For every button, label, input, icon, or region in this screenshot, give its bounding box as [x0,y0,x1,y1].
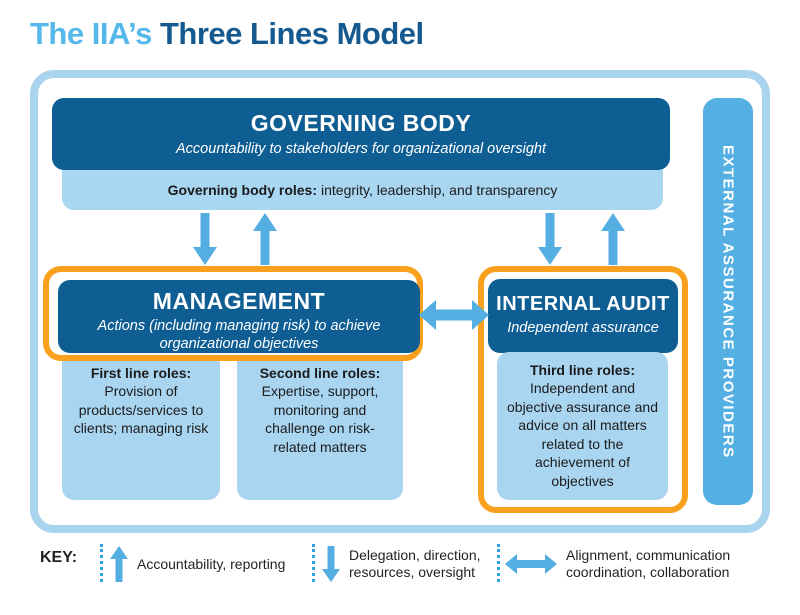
key-divider [497,544,500,582]
second-line-roles-heading: Second line roles: [259,365,381,381]
external-assurance-label: EXTERNAL ASSURANCE PROVIDERS [719,144,737,459]
governing-roles-label: Governing body roles: [167,182,318,198]
key-label: KEY: [40,549,78,566]
management-group: MANAGEMENT Actions (including managing r… [43,266,423,361]
governing-body-subtitle: Accountability to stakeholders for organ… [176,141,546,157]
management-title: MANAGEMENT [152,288,326,314]
governing-body-title: GOVERNING BODY [250,110,472,136]
third-line-roles-box: Third line roles: Independent and object… [497,352,668,500]
up-arrow-icon [600,213,626,265]
down-arrow-icon [321,546,341,582]
management-subtitle: Actions (including managing risk) to ach… [97,318,381,353]
internal-audit-group: INTERNAL AUDIT Independent assurance Thi… [478,266,688,513]
double-arrow-icon [505,552,557,576]
first-line-roles-heading: First line roles: [90,365,192,381]
first-line-roles-body: Provision of products/services to client… [73,383,209,437]
first-line-roles-box: First line roles: Provision of products/… [62,346,220,500]
internal-audit-subtitle: Independent assurance [507,320,659,336]
key-item-accountability: Accountability, reporting [137,556,286,572]
second-line-roles-body: Expertise, support, monitoring and chall… [261,383,379,455]
page-title-dark: Three Lines Model [159,16,424,51]
third-line-roles-heading: Third line roles: [529,362,635,378]
double-arrow-icon [419,297,489,333]
key-item-delegation: Delegation, direction, resources, oversi… [349,547,481,580]
page-title-light: The IIA’s [30,16,152,51]
management-box: MANAGEMENT Actions (including managing r… [58,280,420,353]
down-arrow-icon [192,213,218,265]
up-arrow-icon [109,546,129,582]
third-line-roles-body: Independent and objective assurance and … [507,380,658,489]
down-arrow-icon [537,213,563,265]
key-divider [312,544,315,582]
external-assurance-bar: EXTERNAL ASSURANCE PROVIDERS [703,98,753,505]
key-item-alignment: Alignment, communication coordination, c… [566,547,731,580]
second-line-roles-box: Second line roles: Expertise, support, m… [237,346,403,500]
governing-body-box: GOVERNING BODY Accountability to stakeho… [52,98,670,170]
page-title: The IIA’s Three Lines Model [30,16,424,52]
governing-roles-text: integrity, leadership, and transparency [321,182,558,198]
key-divider [100,544,103,582]
up-arrow-icon [252,213,278,265]
internal-audit-title: INTERNAL AUDIT [496,293,670,315]
internal-audit-box: INTERNAL AUDIT Independent assurance [488,279,678,353]
governing-roles-bar: Governing body roles: integrity, leaders… [62,170,663,210]
